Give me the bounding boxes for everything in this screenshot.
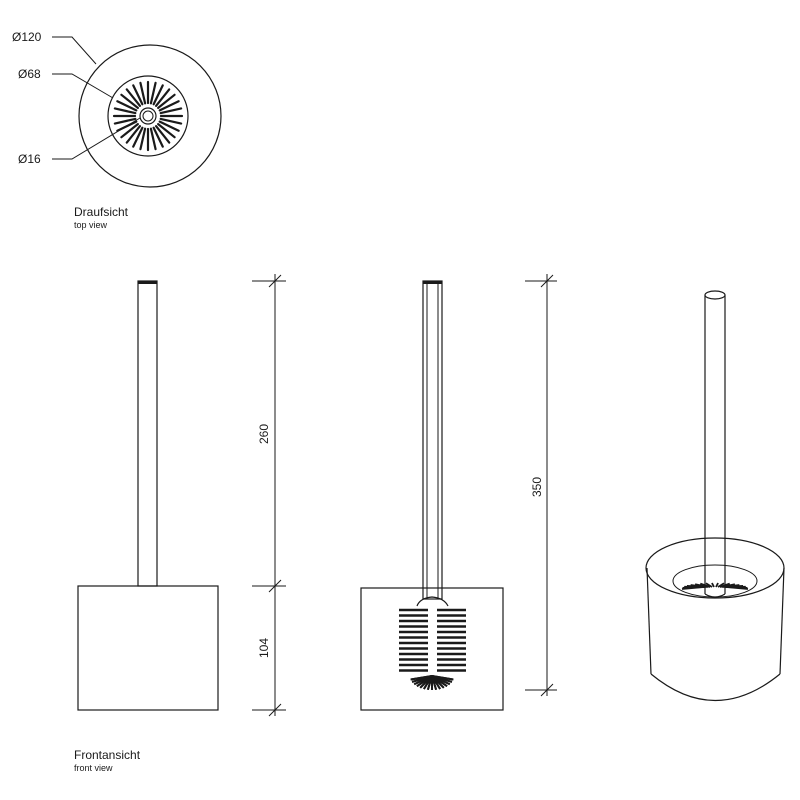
bristle	[149, 127, 157, 151]
handle-top-perspective	[704, 290, 726, 300]
base-opening	[672, 564, 758, 598]
dim-total-height-label: 350	[530, 477, 544, 497]
top-view-caption-en: top view	[74, 220, 108, 230]
bristle	[158, 100, 180, 112]
bristle	[139, 81, 147, 105]
bristle	[158, 120, 180, 132]
base-bottom-curve	[650, 673, 781, 701]
bristle-tip	[410, 675, 433, 681]
base-section	[360, 587, 504, 711]
dim-base-height-label: 104	[257, 638, 271, 658]
front-view-section	[360, 280, 504, 711]
bristle	[132, 126, 144, 148]
handle-closed	[137, 280, 158, 587]
base-closed	[77, 585, 219, 711]
front-view-caption-de: Frontansicht	[74, 748, 141, 762]
brush-visible-perspective	[681, 582, 749, 590]
front-view-caption-en: front view	[74, 763, 113, 773]
leader-outer	[52, 36, 97, 65]
handle-cap-section	[423, 281, 442, 284]
handle-top	[139, 107, 157, 125]
bristle	[132, 84, 144, 106]
dim-brush-label: Ø68	[18, 67, 41, 81]
top-view-drawing: Ø120 Ø68 Ø16	[12, 30, 222, 188]
bristle	[155, 88, 171, 107]
brush-neck	[416, 596, 449, 607]
handle-section	[422, 280, 443, 600]
bristle	[711, 582, 715, 588]
dim-outer-label: Ø120	[12, 30, 42, 44]
bristle	[113, 117, 137, 125]
bristle	[149, 81, 157, 105]
bristle	[715, 582, 719, 588]
bristle	[159, 117, 183, 125]
bristle	[152, 126, 164, 148]
front-view-closed	[77, 280, 219, 711]
dimension-line-right: 350	[525, 274, 557, 697]
top-view-caption-de: Draufsicht	[74, 205, 129, 219]
handle-inner-top	[142, 110, 154, 122]
bristle	[705, 582, 713, 588]
bristle	[157, 93, 176, 109]
handle-cap-closed	[138, 281, 157, 284]
holder-outline-top	[78, 44, 222, 188]
dim-handle-label: Ø16	[18, 152, 41, 166]
brush-head-top	[107, 75, 189, 157]
bristle	[681, 586, 705, 590]
bristle	[155, 125, 171, 144]
bristle	[120, 123, 139, 139]
dimension-line-left: 260 104	[252, 274, 286, 717]
bristle	[139, 127, 147, 151]
bristle	[120, 93, 139, 109]
bristle-tip	[431, 675, 454, 681]
brush-head-section	[399, 604, 466, 691]
base-rim	[645, 537, 785, 599]
bristle	[157, 123, 176, 139]
dim-handle-height-label: 260	[257, 424, 271, 444]
bristle	[116, 100, 138, 112]
leader-brush	[52, 73, 114, 99]
bristle	[125, 125, 141, 144]
bristle	[717, 582, 725, 588]
bristle	[152, 84, 164, 106]
bristle	[125, 88, 141, 107]
top-view-caption: Draufsicht top view	[74, 206, 128, 230]
leader-handle	[52, 117, 141, 160]
bristle-pattern-top	[112, 80, 184, 152]
front-view-caption: Frontansicht front view	[74, 749, 140, 773]
bristle	[159, 107, 183, 115]
perspective-view	[645, 290, 785, 701]
bristle	[113, 107, 137, 115]
